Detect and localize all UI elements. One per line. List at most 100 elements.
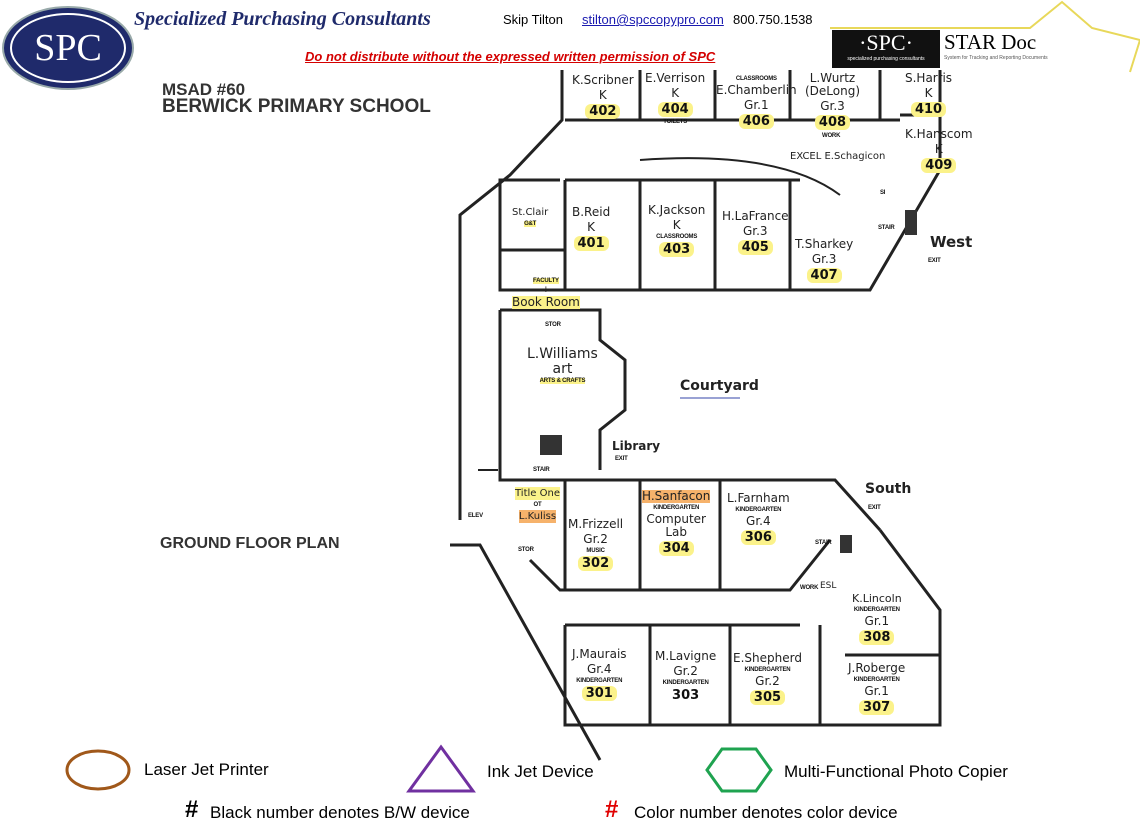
teacher-name: L.Williams — [527, 346, 598, 362]
room-number: 304 — [658, 541, 694, 556]
room-number: 305 — [749, 690, 786, 705]
teacher-name: K.Hanscom — [905, 127, 973, 141]
room-grade: Gr.1 — [744, 98, 769, 112]
star-logo-stardoc: STAR Doc — [944, 30, 1037, 54]
room-number: 407 — [806, 268, 842, 283]
room-number: 306 — [740, 530, 776, 545]
room-407: T.Sharkey Gr.3 407 — [795, 238, 853, 283]
toilets-label: TOILETS — [663, 119, 688, 125]
ot-label: OT — [533, 502, 542, 508]
room-number: 301 — [581, 686, 617, 701]
room-number: 406 — [738, 114, 774, 129]
legend-bw-label: Black number denotes B/W device — [210, 803, 470, 822]
star-logo-sub-right: System for Tracking and Reporting Docume… — [944, 55, 1048, 61]
contact-email[interactable]: stilton@spccopypro.com — [582, 12, 724, 27]
star-logo-sub-left: specialized purchasing consultants — [847, 56, 925, 62]
room-type: KINDERGARTEN — [653, 505, 700, 511]
room-number: 302 — [577, 556, 614, 571]
room-404: E.Verrison K 404 TOILETS — [645, 72, 705, 126]
room-406: CLASSROOMS E.Chamberlin Gr.1 406 — [716, 76, 797, 129]
room-grade: Gr.4 — [746, 514, 771, 528]
room-number: 403 — [659, 242, 695, 257]
room-grade: Computer Lab — [646, 512, 706, 539]
teacher-name: M.Frizzell — [568, 517, 624, 531]
room-grade: K — [587, 220, 596, 234]
stair-label: STAIR — [878, 225, 895, 231]
room-410: S.Harris K 410 — [905, 72, 952, 117]
teacher-name: J.Maurais — [572, 647, 627, 661]
teacher-name: M.Lavigne — [655, 649, 717, 663]
classrooms-label: CLASSROOMS — [735, 76, 777, 82]
room-number: 401 — [573, 236, 609, 251]
room-grade: K — [672, 218, 681, 232]
room-number: 404 — [657, 102, 693, 117]
room-402: K.Scribner K 402 — [572, 74, 634, 119]
bookroom-label: Book Room — [512, 295, 580, 309]
room-number: 410 — [910, 102, 947, 117]
room-grade: Gr.2 — [583, 532, 608, 546]
teacher-name: H.Sanfacon — [642, 489, 711, 503]
room-409: K.Hanscom K 409 — [905, 128, 973, 173]
laser-printer-icon — [65, 749, 131, 791]
room-304: H.Sanfacon KINDERGARTEN Computer Lab 304 — [642, 489, 711, 556]
faculty-label: FACULTY — [533, 278, 559, 284]
courtyard-label: Courtyard — [680, 378, 759, 394]
room-307: J.Roberge KINDERGARTEN Gr.1 307 — [848, 662, 905, 715]
room-grade: Gr.3 — [742, 224, 768, 238]
room-number: 409 — [921, 158, 957, 173]
teacher-name: St.Clair — [512, 207, 549, 218]
classrooms-label: CLASSROOMS — [656, 234, 698, 240]
subject-label: art — [552, 361, 573, 377]
work-room-label: WORK — [822, 133, 841, 139]
elev-label: ELEV — [468, 513, 483, 519]
legend-inkjet-label: Ink Jet Device — [487, 762, 594, 781]
room-308: K.Lincoln KINDERGARTEN Gr.1 308 — [852, 592, 902, 645]
legend-color-label: Color number denotes color device — [634, 803, 898, 822]
room-grade: Gr.4 — [586, 662, 612, 676]
title-one-room: Title One OT L.Kuliss — [515, 487, 560, 523]
legend-mfp-label: Multi-Functional Photo Copier — [784, 762, 1008, 781]
room-grade: Gr.3 — [811, 252, 837, 266]
stor-label: STOR — [545, 322, 561, 328]
room-305: E.Shepherd KINDERGARTEN Gr.2 305 — [733, 652, 802, 705]
art-room: L.Williams art ARTS & CRAFTS — [527, 346, 598, 384]
excel-label: EXCEL E.Schagicon — [790, 151, 886, 162]
distribution-warning: Do not distribute without the expressed … — [305, 49, 716, 64]
room-type: KINDERGARTEN — [662, 680, 709, 686]
red-hash-icon: # — [605, 796, 619, 823]
stair-label: STAIR — [533, 467, 550, 473]
room-403: K.Jackson K CLASSROOMS 403 — [648, 204, 705, 257]
contact-phone: 800.750.1538 — [733, 12, 813, 27]
teacher-name: T.Sharkey — [795, 237, 854, 251]
room-number: 303 — [672, 688, 700, 703]
room-301: J.Maurais Gr.4 KINDERGARTEN 301 — [572, 648, 627, 701]
room-number: 408 — [814, 115, 851, 130]
teacher-name: K.Lincoln — [852, 592, 902, 605]
district-title: MSAD #60 — [162, 80, 246, 99]
room-type: G&T — [524, 221, 537, 227]
teacher-name: K.Jackson — [648, 203, 706, 217]
room-grade: Gr.1 — [864, 684, 889, 698]
company-name: Specialized Purchasing Consultants — [134, 8, 431, 30]
star-logo-outline — [830, 0, 1140, 73]
teacher-name: L.Kuliss — [518, 510, 557, 523]
teacher-name: S.Harris — [905, 71, 953, 85]
logo-text: SPC — [34, 27, 102, 69]
teacher-name: J.Roberge — [848, 661, 906, 675]
west-exit-sub: EXIT — [928, 258, 941, 264]
black-hash-icon: # — [185, 796, 199, 823]
teacher-name: B.Reid — [572, 205, 611, 219]
room-306: L.Farnham KINDERGARTEN Gr.4 306 — [727, 492, 790, 545]
room-303: M.Lavigne Gr.2 KINDERGARTEN 303 — [655, 649, 717, 704]
room-number: 405 — [737, 240, 773, 255]
inkjet-triangle-icon — [406, 744, 476, 793]
room-grade: Gr.2 — [673, 664, 698, 678]
si-label: SI — [880, 190, 886, 196]
room-grade: Gr.2 — [755, 674, 780, 688]
room-type: MUSIC — [586, 548, 605, 554]
room-type: KINDERGARTEN — [735, 507, 782, 513]
room-grade: K — [934, 142, 943, 156]
room-408: L.Wurtz (DeLong) Gr.3 408 — [795, 72, 870, 130]
